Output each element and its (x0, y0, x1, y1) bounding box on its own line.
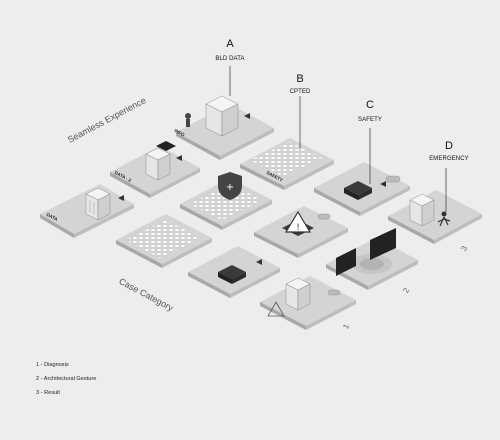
svg-text:!: ! (296, 223, 300, 233)
tile-bld-data (176, 95, 274, 160)
warning-icon (284, 210, 312, 233)
tile-crowd (116, 214, 212, 268)
tile-data (40, 184, 134, 238)
category-a-letter: A (226, 38, 234, 50)
leader-lines (229, 66, 447, 212)
tile-screens (326, 228, 418, 290)
tile-warning: ! (254, 206, 348, 258)
tile-emergency (388, 190, 482, 244)
shield-icon (218, 172, 242, 200)
screen-icon (370, 228, 396, 260)
legend-item-2: 2 - Architectural Gesture (36, 376, 97, 382)
legend-item-3: 3 - Result (36, 390, 60, 396)
category-b-label: CPTED (289, 89, 311, 95)
category-d-letter: D (445, 140, 453, 152)
category-c-letter: C (366, 99, 374, 111)
category-b-letter: B (296, 73, 304, 85)
svg-text:+: + (226, 182, 234, 193)
tile-shield: + (180, 172, 272, 230)
tile-safety (314, 162, 410, 216)
category-a-label: BLD DATA (215, 56, 245, 62)
screen-icon (336, 248, 356, 276)
category-d-label: EMERGENCY (429, 156, 469, 162)
tile-fenced (188, 246, 280, 298)
tile-result (260, 276, 356, 330)
category-c-label: SAFETY (358, 117, 382, 123)
tile-cpted (240, 138, 334, 190)
warning-icon (267, 301, 285, 317)
legend-item-1: 1 - Diagnosis (36, 362, 69, 368)
tile-data-2 (110, 141, 200, 198)
building-icon (85, 187, 111, 221)
